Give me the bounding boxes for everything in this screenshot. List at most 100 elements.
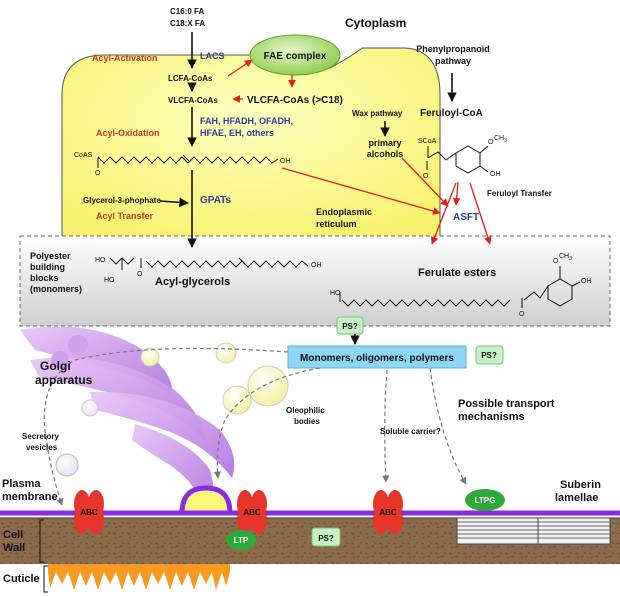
acyl-glycerols-label: Acyl-glycerols (155, 276, 230, 288)
acyl-transfer-label: Acyl Transfer (96, 211, 154, 221)
feruloyl-coa-molecule (426, 145, 489, 174)
abc-label: ABC (379, 508, 397, 517)
dashed-soluble-carrier (382, 369, 390, 483)
ferulate-ester-molecule (339, 266, 581, 308)
ltpg-label: LTPG (475, 496, 496, 505)
soluble-carrier-label: Soluble carrier? (380, 427, 441, 436)
hfa-o-label: O (95, 170, 101, 177)
abc-label: ABC (80, 508, 98, 517)
transport-line2: mechanisms (458, 411, 525, 423)
glycerol-3-phosphate-label: Glycerol-3-phophate (83, 196, 161, 205)
arrow-asft-to-ferulate-right (469, 182, 492, 245)
oleophilic-body (247, 365, 289, 407)
vesicle (140, 347, 160, 367)
polyester-line3: blocks (30, 273, 59, 283)
suberin-line2: lamellae (555, 492, 598, 504)
acylglycerol-ho-top: HO (95, 257, 106, 264)
er-lumen (19, 235, 611, 327)
abc-transporter (373, 490, 403, 534)
primary-alcohols-line1: primary (368, 138, 401, 148)
phenylpropanoid-line2: pathway (435, 56, 471, 66)
ferulate-oh: OH (581, 278, 592, 285)
polyester-line1: Polyester (30, 251, 71, 261)
ps-box (475, 345, 504, 365)
transport-line1: Possible transport (458, 398, 555, 410)
feruloyl-oh: OH (490, 171, 501, 178)
abc-label: ABC (243, 508, 261, 517)
hydroxy-fatty-acyl-coa-molecule (97, 154, 279, 168)
hfa-oh-label: OH (280, 158, 291, 165)
acylglycerol-oh: OH (311, 262, 322, 269)
ferulate-ch3: CH3 (559, 253, 572, 262)
abc-transporter (237, 490, 267, 534)
polyester-line2: building (30, 262, 65, 272)
vlcfa-gt-c18-label: VLCFA-CoAs (>C18) (247, 95, 343, 106)
arrow-g3p (159, 197, 189, 208)
acylglycerol-ho-bottom: HO (104, 277, 115, 284)
fatty-acid-c18: C18:X FA (170, 19, 205, 28)
acylglycerol-o: O (137, 271, 143, 278)
secretory-line1: Secretory (22, 432, 59, 441)
scoa-label: SCoA (418, 138, 437, 145)
ps-label: PS? (342, 322, 358, 331)
plasma-line1: Plasma (2, 478, 41, 490)
ltp-protein (226, 530, 256, 550)
arrow-alcohols-to-asft (401, 157, 449, 207)
cuticle-layer (48, 564, 230, 590)
cuticle-label: Cuticle (3, 573, 40, 585)
ferulate-esters-label: Ferulate esters (418, 267, 496, 279)
polyester-line4: (monomers) (30, 284, 82, 294)
abc-transporter (74, 490, 104, 534)
ltp-label: LTP (234, 536, 249, 545)
gpats-label: GPATs (200, 195, 232, 206)
suberin-lamellae-layers (456, 517, 611, 545)
secretory-vesicle (55, 453, 79, 477)
er-line2: reticulum (316, 219, 357, 229)
ps-box (336, 316, 364, 335)
golgi-line2: apparatus (35, 373, 93, 387)
feruloyl-coa-label: Feruloyl-CoA (420, 108, 483, 119)
cytoplasm-label: Cytoplasm (345, 16, 406, 30)
fatty-acid-c16: C16:0 FA (170, 7, 204, 16)
asft-label: ASFT (453, 212, 479, 223)
dashed-to-ltpg (429, 367, 467, 485)
feruloyl-transfer-label: Feruloyl Transfer (487, 189, 552, 198)
primary-alcohols-line2: alcohols (367, 149, 404, 159)
phenylpropanoid-line1: Phenylpropanoid (416, 44, 490, 54)
oleophilic-line2: bodies (294, 417, 320, 426)
monomers-box (287, 345, 467, 369)
monomers-label: Monomers, oligomers, polymers (300, 353, 454, 364)
dashed-to-secretory (43, 347, 289, 506)
secretory-line2: vesicles (26, 443, 58, 452)
golgi-line1: Golgi (40, 359, 71, 373)
vlcfa-coas-label: VLCFA-CoAs (168, 96, 218, 105)
vesicle (215, 342, 237, 364)
cell-wall-bracket (39, 519, 44, 563)
acyl-activation-label: Acyl-Activation (92, 53, 158, 63)
vesicle (81, 399, 99, 417)
fae-complex-label: FAE complex (264, 51, 327, 62)
fae-complex (249, 34, 341, 76)
feruloyl-ch3: CH3 (494, 135, 507, 144)
arrow-oh-to-asft (281, 167, 441, 215)
ltpg-protein (465, 489, 505, 511)
acyl-oxidation-label: Acyl-Oxidation (96, 128, 160, 138)
lacs-label: LACS (200, 51, 225, 61)
feruloyl-o-label: O (423, 173, 429, 180)
enzymes-line1: FAH, HFADH, OFADH, (200, 116, 293, 126)
ps-label: PS? (318, 534, 334, 543)
enzymes-line2: HFAE, EH, others (200, 128, 274, 138)
arrow-feruloyl-to-asft (452, 181, 461, 206)
lcfa-coas-label: LCFA-CoAs (168, 74, 213, 83)
oleophilic-line1: Oleophilic (286, 406, 325, 415)
oleophilic-body (222, 385, 252, 415)
ps-box (311, 527, 341, 547)
ferulate-och3-o: O (553, 258, 559, 265)
er-line1: Endoplasmic (316, 207, 372, 217)
dashed-to-oleophilic (213, 367, 321, 479)
cuticle-bracket (43, 565, 48, 593)
ferulate-o: O (519, 311, 525, 318)
feruloyl-och3-o: O (488, 139, 494, 146)
ps-label: PS? (481, 351, 497, 360)
